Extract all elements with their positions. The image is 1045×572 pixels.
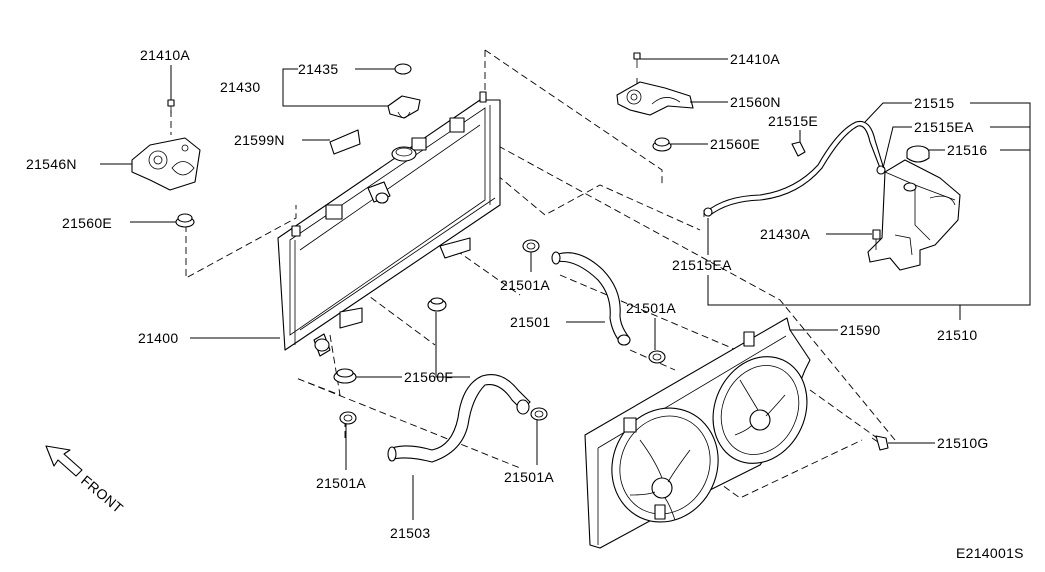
label-21515e: 21515E [768,113,818,129]
label-21510g: 21510G [937,435,989,451]
label-21510: 21510 [937,327,977,343]
lower-hose-21503 [387,374,531,463]
label-21501a-bottom-left: 21501A [316,475,366,491]
bolt-21430a [872,229,881,250]
label-21560e-left: 21560E [62,215,112,231]
bolt-21410a-left [167,99,175,114]
label-21501a-bottom-mid: 21501A [504,469,554,485]
reservoir-cap-21516 [906,145,930,163]
cap-seal-21435 [394,63,412,75]
reservoir-tank-21510 [867,159,961,271]
leader-lines [100,58,1031,520]
label-21501a-mid: 21501A [500,277,550,293]
label-21560f: 21560F [404,369,453,385]
upper-hose-21501 [551,251,631,346]
radiator-cap-21430 [387,95,421,119]
label-21515: 21515 [914,95,954,111]
label-21516: 21516 [947,142,987,158]
screw-21510g [871,435,889,451]
label-21515ea-bottom: 21515EA [672,257,732,273]
front-direction-arrow: FRONT [45,445,127,516]
grommet-21560e-left [175,213,195,228]
label-21501: 21501 [510,314,550,330]
hose-clip-21515e [791,141,806,157]
grommet-21560e-right [652,137,672,152]
label-21515ea-top: 21515EA [914,119,974,135]
radiator-21400 [277,91,501,357]
label-sticker-21599n [329,129,361,155]
diagram-code: E214001S [956,545,1024,561]
label-21430: 21430 [220,79,260,95]
label-21560n: 21560N [730,94,781,110]
label-21590: 21590 [840,322,880,338]
label-21400: 21400 [138,330,178,346]
label-21599n: 21599N [234,132,285,148]
label-21560e-right: 21560E [710,136,760,152]
grommet-21560f [333,297,447,384]
hose-clamps-21501a [339,239,666,425]
front-label: FRONT [78,472,126,516]
bracket-21560n [616,81,694,116]
label-21435: 21435 [298,61,338,77]
label-21410a-right: 21410A [730,51,780,67]
label-21546n: 21546N [26,156,77,172]
label-21410a-left: 21410A [140,47,190,63]
label-21430a: 21430A [760,226,810,242]
label-21503: 21503 [390,525,430,541]
overflow-hose-21515 [703,120,886,217]
bracket-21546n [131,137,201,191]
bolt-21410a-right [633,52,641,68]
part-number-labels: 21410A 21546N 21560E 21435 21430 21599N … [26,47,1024,561]
label-21501a-right: 21501A [626,300,676,316]
fan-shroud-21590 [584,317,811,549]
